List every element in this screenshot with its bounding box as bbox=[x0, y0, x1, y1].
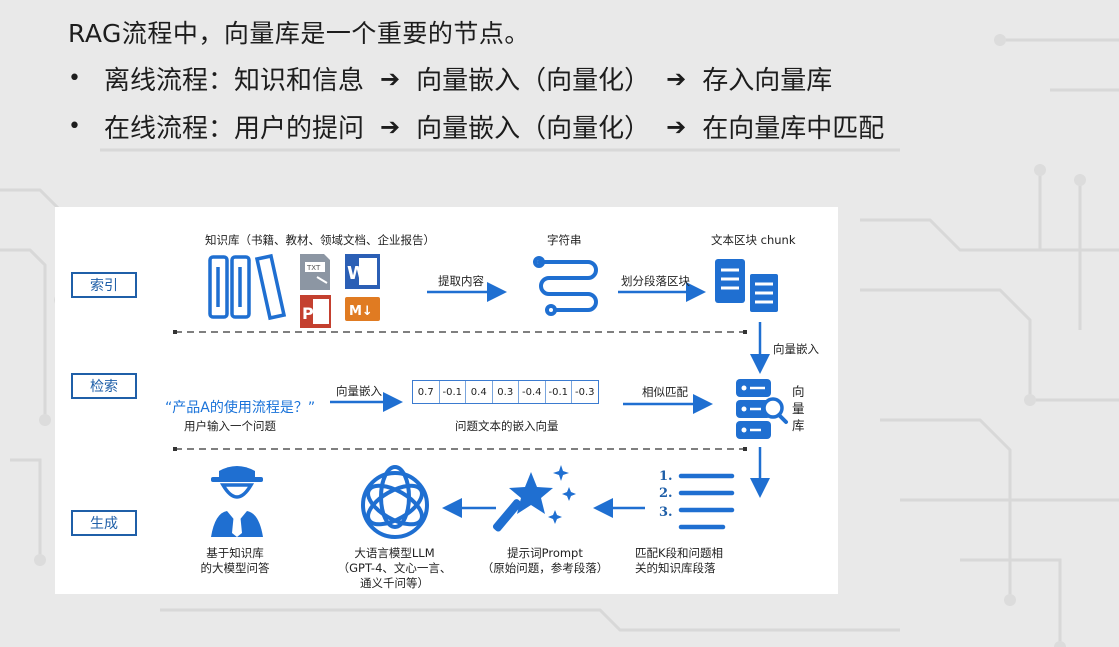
vector-database-icon bbox=[736, 379, 788, 439]
stage-retrieve: 检索 bbox=[71, 373, 137, 399]
vector-store-label: 向 量 库 bbox=[792, 383, 806, 434]
bullet-part: 向量嵌入（向量化） bbox=[416, 66, 651, 96]
list-number: 2. bbox=[659, 486, 673, 501]
match-label: 相似匹配 bbox=[642, 385, 688, 399]
question-caption: 用户输入一个问题 bbox=[184, 419, 276, 433]
split-label: 划分段落区块 bbox=[621, 274, 690, 288]
detective-avatar-icon bbox=[211, 466, 263, 537]
bullet-offline: • 离线流程：知识和信息 ➔ 向量嵌入（向量化） ➔ 存入向量库 bbox=[68, 60, 832, 97]
caption-line: （GPT-4、文心一言、 bbox=[337, 561, 452, 575]
bullet-dot: • bbox=[68, 114, 81, 139]
vector-cell: -0.1 bbox=[440, 381, 466, 403]
list-number: 3. bbox=[659, 505, 673, 520]
bullet-online: • 在线流程：用户的提问 ➔ 向量嵌入（向量化） ➔ 在向量库中匹配 bbox=[68, 108, 884, 145]
txt-file-icon: TXT bbox=[300, 254, 330, 290]
word-badge: W bbox=[347, 263, 367, 284]
slide-title: RAG流程中，向量库是一个重要的节点。 bbox=[68, 19, 530, 48]
stage-index: 索引 bbox=[71, 272, 137, 298]
markdown-file-icon: M↓ bbox=[345, 297, 380, 321]
diagram-graphics: TXT W P M↓ bbox=[173, 253, 788, 539]
vector-store-char: 向 bbox=[792, 384, 805, 399]
vector-store-char: 量 bbox=[792, 401, 805, 416]
prompt-caption: 提示词Prompt （原始问题，参考段落） bbox=[480, 546, 610, 576]
bullet-part: 离线流程：知识和信息 bbox=[104, 66, 365, 96]
caption-line: 关的知识库段落 bbox=[635, 561, 716, 575]
bullet-part: 在向量库中匹配 bbox=[702, 114, 885, 144]
numbered-list-icon: 1. 2. 3. bbox=[659, 469, 735, 530]
arrow-right-icon: ➔ bbox=[380, 112, 401, 141]
bullet-part: 向量嵌入（向量化） bbox=[416, 114, 651, 144]
arrow-right-icon: ➔ bbox=[666, 112, 687, 141]
document-chunk-icon bbox=[715, 259, 780, 314]
llm-caption: 大语言模型LLM （GPT-4、文心一言、 通义千问等） bbox=[327, 546, 462, 591]
knowledge-base-label: 知识库（书籍、教材、领域文档、企业报告） bbox=[205, 233, 435, 247]
caption-line: 基于知识库 bbox=[206, 546, 264, 560]
vector-cell: 0.3 bbox=[493, 381, 519, 403]
vector-cell: 0.4 bbox=[466, 381, 493, 403]
magic-wand-icon bbox=[492, 465, 576, 532]
llm-openai-icon bbox=[361, 465, 429, 539]
embed-label-index: 向量嵌入 bbox=[773, 342, 819, 356]
books-icon bbox=[208, 253, 287, 321]
caption-line: 匹配K段和问题相 bbox=[635, 546, 724, 560]
vector-cell: 0.7 bbox=[413, 381, 440, 403]
string-label: 字符串 bbox=[547, 233, 582, 247]
bullet-dot: • bbox=[68, 66, 81, 91]
embed-label-question: 向量嵌入 bbox=[336, 384, 382, 398]
row-separator bbox=[175, 331, 745, 450]
rag-diagram-panel: TXT W P M↓ bbox=[55, 207, 838, 594]
arrow-right-icon: ➔ bbox=[380, 64, 401, 93]
stage-generate: 生成 bbox=[71, 510, 137, 536]
vector-store-char: 库 bbox=[792, 418, 805, 433]
caption-line: 的大模型问答 bbox=[200, 561, 270, 575]
caption-line: 提示词Prompt bbox=[507, 546, 583, 560]
word-file-icon: W bbox=[345, 254, 380, 289]
answer-caption: 基于知识库 的大模型问答 bbox=[185, 546, 285, 576]
string-icon bbox=[533, 256, 598, 316]
ppt-badge: P bbox=[302, 304, 314, 323]
caption-line: （原始问题，参考段落） bbox=[481, 561, 609, 575]
list-number: 1. bbox=[659, 469, 673, 484]
user-question: “产品A的使用流程是？” bbox=[165, 400, 316, 416]
vector-caption: 问题文本的嵌入向量 bbox=[455, 419, 559, 433]
caption-line: 大语言模型LLM bbox=[354, 546, 435, 560]
md-badge: M↓ bbox=[349, 304, 373, 319]
vector-cell: -0.3 bbox=[574, 386, 595, 398]
extract-label: 提取内容 bbox=[438, 274, 484, 288]
ppt-file-icon: P bbox=[300, 295, 331, 328]
vector-cell: -0.1 bbox=[546, 381, 572, 403]
arrow-right-icon: ➔ bbox=[666, 64, 687, 93]
embedding-vector: 0.7 -0.1 0.4 0.3 -0.4 -0.1 -0.3 bbox=[412, 380, 599, 404]
vector-cell: -0.4 bbox=[519, 381, 546, 403]
txt-badge: TXT bbox=[306, 264, 321, 272]
bullet-part: 存入向量库 bbox=[702, 66, 833, 96]
caption-line: 通义千问等） bbox=[360, 576, 429, 590]
topk-caption: 匹配K段和问题相 关的知识库段落 bbox=[635, 546, 745, 576]
bullet-part: 在线流程：用户的提问 bbox=[104, 114, 365, 144]
chunk-label: 文本区块 chunk bbox=[711, 233, 796, 247]
